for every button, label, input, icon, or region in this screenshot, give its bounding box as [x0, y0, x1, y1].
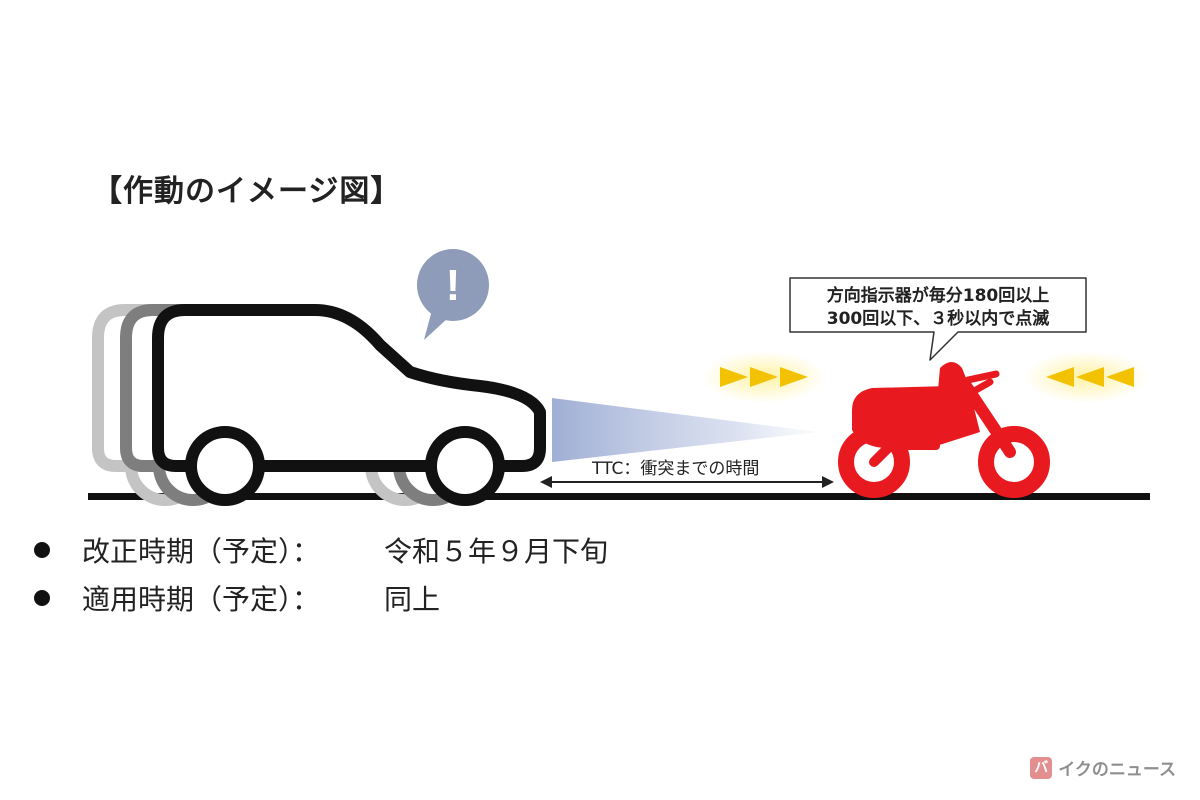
sensor-beam	[552, 398, 818, 462]
watermark-badge-icon: バ	[1030, 756, 1053, 779]
list-item: 適用時期（予定）： 同上	[34, 578, 794, 626]
motorcycle-icon	[838, 362, 1050, 498]
road-line	[88, 493, 1150, 500]
alert-bubble: !	[417, 249, 489, 340]
indicator-arrows-right-icon	[1024, 351, 1148, 403]
bullet-icon	[34, 590, 50, 606]
ttc-double-arrow	[540, 476, 834, 488]
callout-line-1: 方向指示器が毎分180回以上	[827, 285, 1050, 306]
watermark-logo: バ イクのニュース	[1030, 755, 1176, 780]
list-item: 改正時期（予定）： 令和５年９月下旬	[34, 530, 794, 578]
indicator-arrows-left-icon	[702, 351, 826, 403]
application-date-value: 同上	[384, 583, 441, 616]
revision-date-label: 改正時期（予定）：	[82, 535, 321, 568]
ttc-label: TTC：衝突までの時間	[591, 459, 759, 479]
diagram-title: 【作動のイメージ図】	[92, 174, 402, 209]
watermark-text: イクのニュース	[1058, 760, 1176, 780]
car-icon	[152, 304, 546, 506]
revision-date-value: 令和５年９月下旬	[384, 535, 609, 568]
turn-signal-callout: 方向指示器が毎分180回以上 300回以下、３秒以内で点滅	[789, 277, 1087, 361]
bullet-icon	[34, 542, 50, 558]
application-date-label: 適用時期（予定）：	[82, 583, 321, 616]
callout-line-2: 300回以下、３秒以内で点滅	[827, 308, 1050, 329]
schedule-list: 改正時期（予定）： 令和５年９月下旬 適用時期（予定）： 同上	[34, 530, 794, 626]
alert-icon: !	[446, 261, 461, 310]
